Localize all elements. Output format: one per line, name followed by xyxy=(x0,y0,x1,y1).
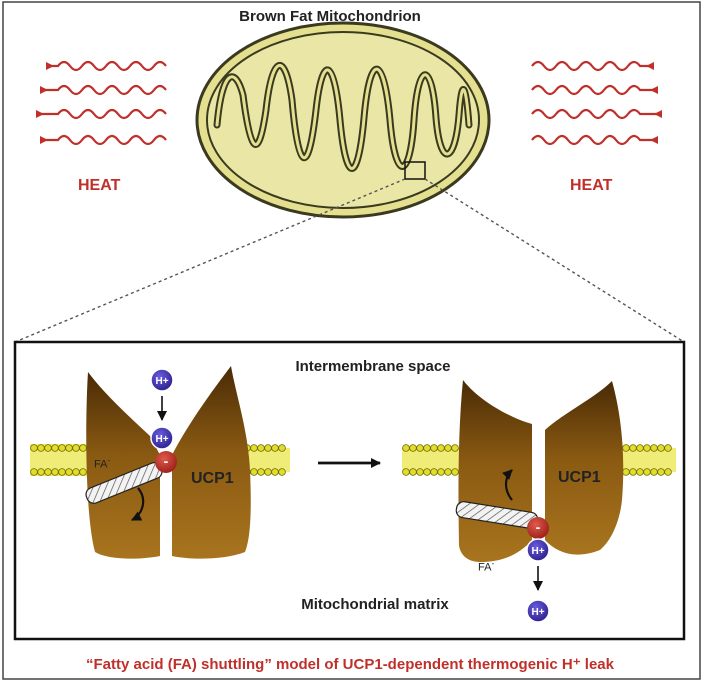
lipid-head xyxy=(451,468,459,476)
lipid-head xyxy=(622,444,630,452)
lipid-head xyxy=(264,468,272,476)
lipid-head xyxy=(629,468,637,476)
ucp1-label-left: UCP1 xyxy=(191,470,234,487)
membrane-band xyxy=(402,448,462,472)
heat-label-right: HEAT xyxy=(570,177,613,194)
lipid-head xyxy=(444,468,452,476)
lipid-head xyxy=(278,444,286,452)
lipid-head xyxy=(37,444,45,452)
svg-text:H+: H+ xyxy=(155,434,168,445)
proton-bound-left: H+ xyxy=(150,426,174,450)
lipid-head xyxy=(72,444,80,452)
lipid-head xyxy=(650,468,658,476)
fatty-acid-label-right: FA- xyxy=(478,559,495,574)
anion-left: - xyxy=(155,451,177,473)
lipid-head xyxy=(650,444,658,452)
lipid-head xyxy=(58,468,66,476)
lipid-head xyxy=(58,444,66,452)
outer-border xyxy=(2,1,701,680)
lipid-head xyxy=(250,468,258,476)
ucp1-protein-left xyxy=(85,366,251,559)
lipid-head xyxy=(444,444,452,452)
lipid-head xyxy=(65,444,73,452)
proton-matrix-right: H+ xyxy=(526,599,550,623)
ucp1-label-right: UCP1 xyxy=(558,469,601,486)
lipid-head xyxy=(250,444,258,452)
lipid-head xyxy=(79,468,87,476)
lipid-head xyxy=(44,468,52,476)
lipid-head xyxy=(416,444,424,452)
lipid-head xyxy=(636,444,644,452)
lipid-head xyxy=(409,444,417,452)
intermembrane-space-label: Intermembrane space xyxy=(295,358,451,375)
lipid-head xyxy=(44,444,52,452)
zoom-line-right xyxy=(424,178,685,343)
lipid-head xyxy=(451,444,459,452)
lipid-head xyxy=(79,444,87,452)
membrane-band xyxy=(30,448,92,472)
zoom-line-left xyxy=(14,178,406,343)
lipid-head xyxy=(271,468,279,476)
lipid-head xyxy=(65,468,73,476)
lipid-head xyxy=(264,444,272,452)
lipid-head xyxy=(622,468,630,476)
anion-right: - xyxy=(527,517,549,539)
lipid-head xyxy=(416,468,424,476)
mitochondrion xyxy=(195,21,491,219)
lipid-head xyxy=(643,468,651,476)
lipid-head xyxy=(278,468,286,476)
svg-text:-: - xyxy=(536,519,541,535)
lipid-head xyxy=(657,468,665,476)
zoom-box xyxy=(404,161,426,180)
heat-waves-left xyxy=(36,60,167,146)
lipid-head xyxy=(72,468,80,476)
lipid-head xyxy=(423,444,431,452)
svg-text:H+: H+ xyxy=(531,546,544,557)
lipid-head xyxy=(430,444,438,452)
lipid-head xyxy=(437,468,445,476)
ucp1-protein-right xyxy=(455,380,624,562)
figure-caption: “Fatty acid (FA) shuttling” model of UCP… xyxy=(86,656,614,673)
lipid-head xyxy=(423,468,431,476)
lipid-head xyxy=(430,468,438,476)
lipid-head xyxy=(402,444,410,452)
flip-arrow-left xyxy=(131,487,145,521)
lipid-head xyxy=(37,468,45,476)
lipid-head xyxy=(257,468,265,476)
lipid-head xyxy=(402,468,410,476)
lipid-head xyxy=(257,444,265,452)
lipid-head xyxy=(664,468,672,476)
lipid-head xyxy=(51,468,59,476)
proton-bound-right: H+ xyxy=(526,538,550,562)
svg-text:-: - xyxy=(164,453,169,469)
lipid-head xyxy=(664,444,672,452)
lipid-head xyxy=(51,444,59,452)
heat-label-left: HEAT xyxy=(78,177,121,194)
lipid-head xyxy=(643,444,651,452)
heat-waves-right xyxy=(531,60,662,146)
lipid-head xyxy=(30,444,38,452)
lipid-head xyxy=(30,468,38,476)
lipid-head xyxy=(271,444,279,452)
lipid-head xyxy=(437,444,445,452)
mitochondrial-matrix-label: Mitochondrial matrix xyxy=(301,596,449,613)
svg-text:H+: H+ xyxy=(531,607,544,618)
lipid-head xyxy=(629,444,637,452)
lipid-head xyxy=(409,468,417,476)
diagram-title: Brown Fat Mitochondrion xyxy=(239,8,421,25)
lipid-head xyxy=(636,468,644,476)
flip-arrow-right xyxy=(502,469,513,501)
lipid-head xyxy=(657,444,665,452)
svg-text:H+: H+ xyxy=(155,376,168,387)
fatty-acid-label-left: FA- xyxy=(94,456,111,471)
proton-ims-left: H+ xyxy=(150,368,174,392)
